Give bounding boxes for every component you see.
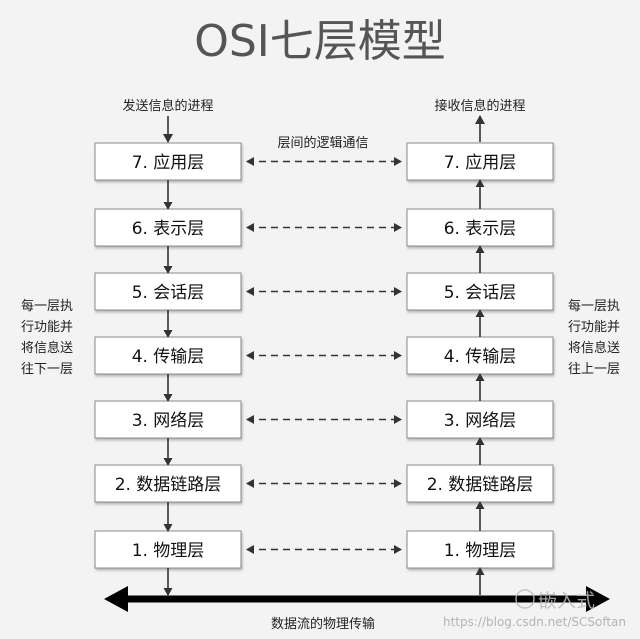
right-note-line: 往上一层 bbox=[568, 362, 620, 377]
sender-layer-label-network: 3. 网络层 bbox=[132, 411, 205, 431]
receiver-layer-label-application: 7. 应用层 bbox=[444, 153, 517, 173]
receiver-layer-box-presentation bbox=[406, 208, 554, 247]
receiver-layer-label-physical: 1. 物理层 bbox=[444, 541, 517, 561]
bus-right-arrowhead bbox=[586, 586, 610, 612]
left-note-line: 将信息送 bbox=[21, 340, 73, 356]
brand-logo-icon bbox=[515, 589, 535, 609]
sender-layer-box-application bbox=[94, 142, 242, 181]
logical-communication-label: 层间的逻辑通信 bbox=[277, 135, 368, 151]
receiver-layer-label-presentation: 6. 表示层 bbox=[444, 219, 517, 239]
left-note-line: 行功能并 bbox=[21, 320, 73, 335]
page-title: OSI七层模型 bbox=[194, 16, 446, 67]
sender-layer-box-presentation bbox=[94, 208, 242, 247]
left-note-line: 往下一层 bbox=[21, 362, 73, 377]
physical-transfer-label: 数据流的物理传输 bbox=[271, 616, 375, 632]
receiver-layer-box-transport bbox=[406, 336, 554, 375]
receiver-layer-box-application bbox=[406, 142, 554, 181]
sender-layer-box-datalink bbox=[94, 464, 242, 503]
sender-layer-box-session bbox=[94, 272, 242, 311]
receiver-layer-label-datalink: 2. 数据链路层 bbox=[427, 475, 534, 495]
sender-layer-label-presentation: 6. 表示层 bbox=[132, 219, 205, 239]
physical-bus bbox=[104, 586, 610, 612]
send-process-label: 发送信息的进程 bbox=[122, 98, 213, 114]
receiver-layer-label-transport: 4. 传输层 bbox=[444, 347, 517, 367]
sender-layer-box-transport bbox=[94, 336, 242, 375]
sender-stack: 7. 应用层 6. 表示层 5. 会话层 4. 传输层 3. 网络层 2. 数据链路层 1.… bbox=[94, 142, 242, 569]
receiver-layer-box-network bbox=[406, 400, 554, 439]
sender-layer-label-transport: 4. 传输层 bbox=[132, 347, 205, 367]
receive-process-label: 接收信息的进程 bbox=[434, 98, 525, 114]
sender-layer-label-datalink: 2. 数据链路层 bbox=[115, 475, 222, 495]
receiver-stack: 7. 应用层 6. 表示层 5. 会话层 4. 传输层 3. 网络层 2. 数据链路层 1.… bbox=[406, 142, 554, 569]
sender-layer-label-physical: 1. 物理层 bbox=[132, 541, 205, 561]
watermark-url: https://blog.csdn.net/SCSoftan bbox=[443, 615, 626, 629]
watermark-brand: 嵌入式 bbox=[538, 590, 595, 612]
right-note-line: 将信息送 bbox=[568, 340, 620, 356]
receiver-layer-label-network: 3. 网络层 bbox=[444, 411, 517, 431]
watermark: 嵌入式 https://blog.csdn.net/SCSoftan bbox=[443, 589, 626, 629]
receiver-layer-box-datalink bbox=[406, 464, 554, 503]
bus-left-arrowhead bbox=[104, 586, 128, 612]
sender-layer-label-application: 7. 应用层 bbox=[132, 153, 205, 173]
right-note-line: 行功能并 bbox=[568, 320, 620, 335]
receiver-layer-label-session: 5. 会话层 bbox=[444, 283, 517, 303]
left-note: 每一层执 行功能并 将信息送 往下一层 bbox=[21, 298, 73, 377]
sender-layer-box-physical bbox=[94, 530, 242, 569]
right-note-line: 每一层执 bbox=[568, 298, 620, 314]
left-note-line: 每一层执 bbox=[21, 298, 73, 314]
vertical-flow-arrows bbox=[163, 179, 485, 596]
peer-links bbox=[246, 157, 402, 554]
right-note: 每一层执 行功能并 将信息送 往上一层 bbox=[568, 298, 620, 377]
sender-layer-label-session: 5. 会话层 bbox=[132, 283, 205, 303]
